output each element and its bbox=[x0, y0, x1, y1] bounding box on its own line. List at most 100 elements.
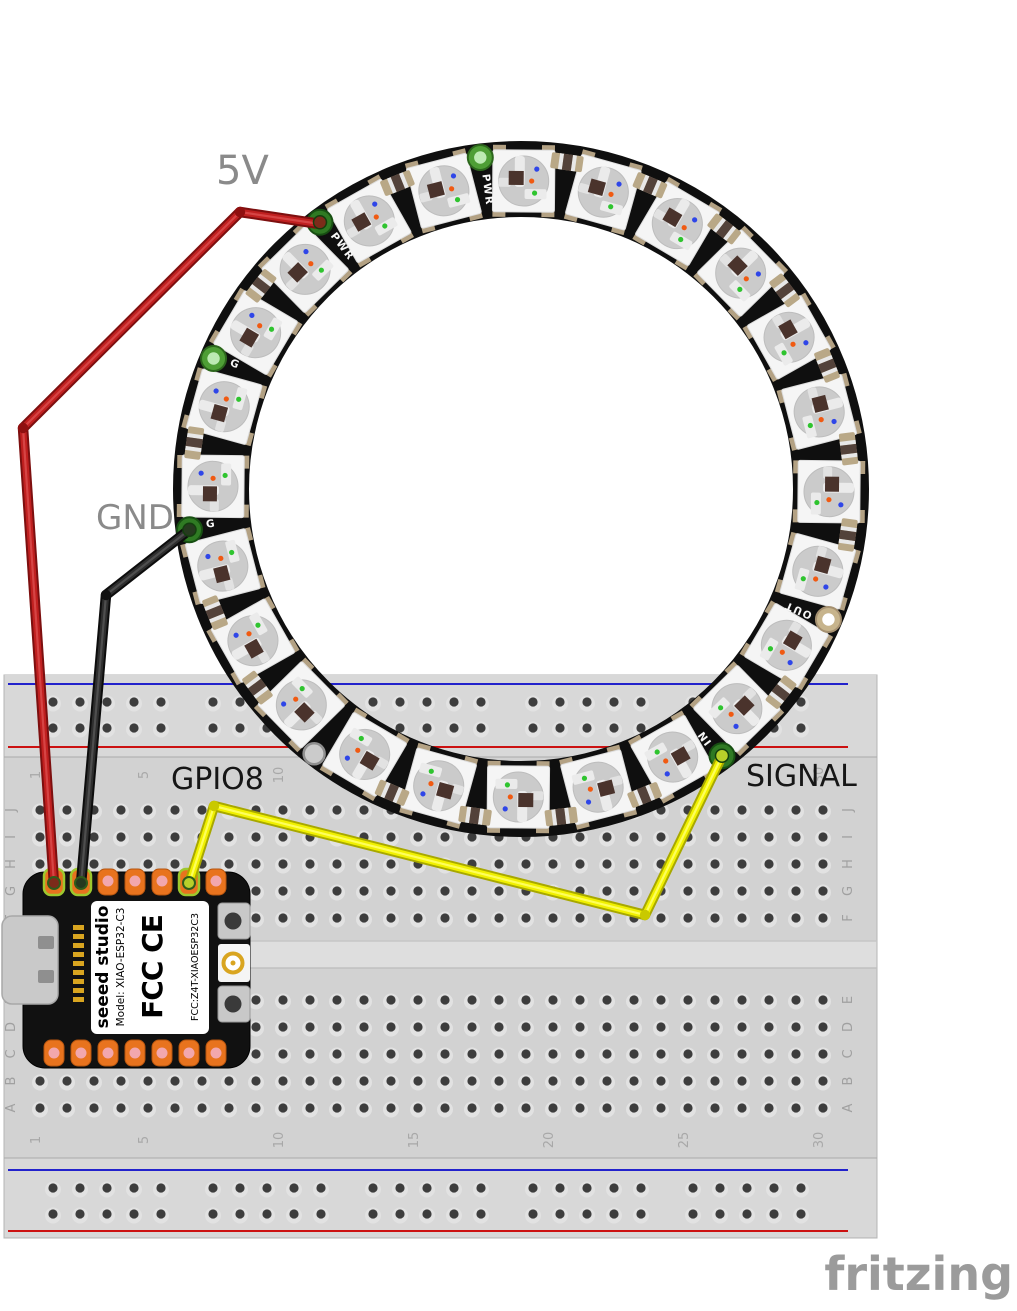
breadboard-hole-center bbox=[742, 1183, 752, 1193]
gold-pin bbox=[73, 952, 84, 957]
breadboard-hole-center bbox=[769, 1209, 779, 1219]
breadboard-hole-center bbox=[332, 1022, 342, 1032]
breadboard-hole-center bbox=[395, 1183, 405, 1193]
breadboard-hole-center bbox=[305, 1022, 315, 1032]
wire-gnd[interactable] bbox=[75, 524, 195, 890]
breadboard-hole-center bbox=[102, 1183, 112, 1193]
breadboard-hole-center bbox=[278, 859, 288, 869]
wire-label-5v[interactable]: 5V bbox=[216, 148, 269, 194]
breadboard-hole-center bbox=[395, 723, 405, 733]
breadboard-hole-center bbox=[494, 1076, 504, 1086]
breadboard-hole-center bbox=[710, 995, 720, 1005]
breadboard-hole-center bbox=[791, 913, 801, 923]
wire-signal[interactable] bbox=[183, 750, 728, 921]
breadboard-hole-center bbox=[251, 1103, 261, 1113]
row-letter: C bbox=[4, 1049, 19, 1058]
breadboard-hole-center bbox=[395, 1209, 405, 1219]
bottom-power-rail bbox=[4, 1158, 877, 1237]
breadboard-hole-center bbox=[602, 1076, 612, 1086]
breadboard-hole-center bbox=[359, 886, 369, 896]
breadboard-hole-center bbox=[413, 886, 423, 896]
wire-label-signal[interactable]: SIGNAL bbox=[746, 759, 857, 794]
ring-capacitor bbox=[374, 779, 410, 806]
breadboard-hole-center bbox=[602, 995, 612, 1005]
breadboard-hole-center bbox=[386, 886, 396, 896]
breadboard-hole-center bbox=[278, 995, 288, 1005]
wire-label-gnd[interactable]: GND bbox=[96, 498, 174, 538]
neopixel-led bbox=[792, 459, 866, 524]
breadboard-hole-center bbox=[791, 886, 801, 896]
wire-5v[interactable] bbox=[17, 206, 326, 890]
gold-pin bbox=[73, 997, 84, 1002]
breadboard-hole-center bbox=[555, 1183, 565, 1193]
ring-pad-hole bbox=[207, 352, 220, 365]
breadboard-hole-center bbox=[440, 1103, 450, 1113]
breadboard-hole-center bbox=[305, 805, 315, 815]
breadboard-hole-center bbox=[656, 832, 666, 842]
ring-pad-label-G: G bbox=[228, 357, 242, 372]
ring-pad-label-PWR: PWR bbox=[479, 173, 495, 206]
breadboard-hole-center bbox=[764, 1103, 774, 1113]
row-letter: H bbox=[4, 859, 19, 869]
row-letter: F bbox=[841, 914, 856, 921]
xiao-brand: seeed studio bbox=[93, 906, 113, 1029]
wire-bendpoint[interactable] bbox=[100, 589, 112, 601]
ring-capacitor bbox=[632, 172, 668, 199]
wire-bendpoint[interactable] bbox=[17, 422, 29, 434]
breadboard-hole-center bbox=[656, 1076, 666, 1086]
breadboard-hole-center bbox=[710, 1022, 720, 1032]
breadboard-hole-center bbox=[359, 805, 369, 815]
breadboard-hole-center bbox=[48, 1209, 58, 1219]
breadboard-hole-center bbox=[386, 995, 396, 1005]
breadboard-hole-center bbox=[582, 1209, 592, 1219]
ring-connection-red bbox=[312, 215, 328, 230]
breadboard-hole-center bbox=[521, 1022, 531, 1032]
breadboard-hole-center bbox=[764, 805, 774, 815]
breadboard-hole-center bbox=[251, 859, 261, 869]
breadboard-hole-center bbox=[683, 1103, 693, 1113]
row-letter: D bbox=[4, 1022, 19, 1032]
breadboard-hole-center bbox=[629, 832, 639, 842]
breadboard-hole-center bbox=[289, 1209, 299, 1219]
row-letter: E bbox=[841, 996, 856, 1004]
breadboard-hole-center bbox=[629, 1049, 639, 1059]
neopixel-led bbox=[404, 148, 483, 234]
usb-c-connector bbox=[1, 915, 59, 1005]
breadboard-hole-center bbox=[235, 1209, 245, 1219]
breadboard-hole-center bbox=[737, 1103, 747, 1113]
breadboard-hole-center bbox=[710, 805, 720, 815]
row-letter: H bbox=[841, 859, 856, 869]
wire-bendpoint[interactable] bbox=[234, 206, 246, 218]
ring-pad-label-G: G bbox=[205, 517, 217, 530]
ring-capacitor bbox=[245, 269, 277, 303]
wire-bendpoint[interactable] bbox=[639, 909, 651, 921]
breadboard-hole-center bbox=[368, 1209, 378, 1219]
breadboard-hole-center bbox=[89, 1103, 99, 1113]
breadboard-hole-center bbox=[305, 1049, 315, 1059]
breadboard-hole-center bbox=[609, 1209, 619, 1219]
breadboard-hole-center bbox=[636, 1183, 646, 1193]
ring-capacitor bbox=[380, 170, 415, 196]
breadboard-hole-center bbox=[235, 723, 245, 733]
breadboard-hole-center bbox=[48, 697, 58, 707]
breadboard-hole-center bbox=[555, 1209, 565, 1219]
breadboard-hole-center bbox=[737, 886, 747, 896]
breadboard-hole-center bbox=[737, 832, 747, 842]
breadboard-hole-center bbox=[116, 832, 126, 842]
breadboard-hole-center bbox=[413, 995, 423, 1005]
wire-label-gpio8[interactable]: GPIO8 bbox=[171, 762, 264, 797]
neopixel-led bbox=[206, 595, 300, 686]
breadboard-hole-center bbox=[208, 1209, 218, 1219]
breadboard-hole-center bbox=[449, 1183, 459, 1193]
breadboard-hole-center bbox=[316, 1183, 326, 1193]
breadboard-hole-center bbox=[636, 1209, 646, 1219]
breadboard-hole-center bbox=[742, 1209, 752, 1219]
wire-bendpoint[interactable] bbox=[208, 800, 220, 812]
breadboard-hole-center bbox=[656, 913, 666, 923]
breadboard-hole-center bbox=[422, 723, 432, 733]
breadboard-hole-center bbox=[602, 1049, 612, 1059]
breadboard-hole-center bbox=[359, 1103, 369, 1113]
breadboard-hole-center bbox=[413, 913, 423, 923]
